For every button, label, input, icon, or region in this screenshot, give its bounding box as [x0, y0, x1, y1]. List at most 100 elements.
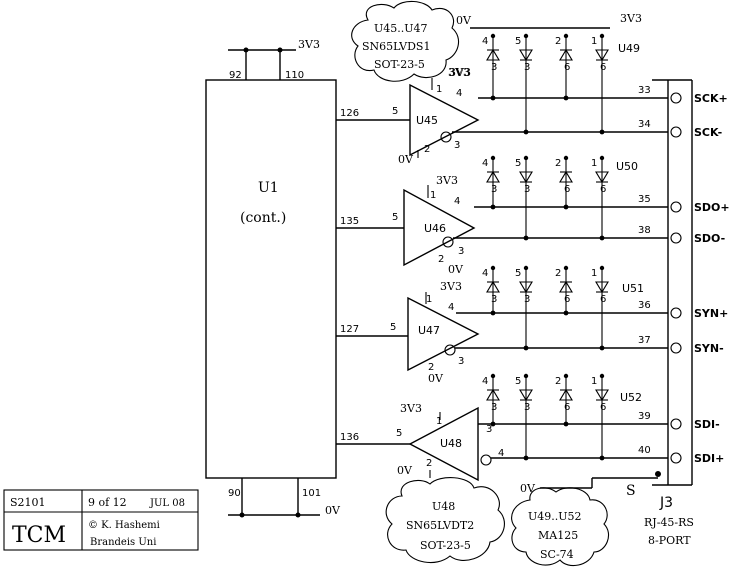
wire-junction [599, 129, 605, 135]
connector-pin-circle [670, 418, 682, 430]
buffer-u46: U46 5 4 3 1 2 3V3 0V [336, 174, 476, 276]
u45-name: U45 [416, 114, 438, 127]
diode-symbol [559, 170, 573, 183]
diode-symbol [595, 49, 609, 62]
connector-net-label: SYN+ [694, 307, 728, 320]
title-block: S2101 9 of 12 JUL 08 TCM © K. Hashemi Br… [3, 489, 199, 551]
diode-pin-top: 5 [515, 158, 521, 169]
connector-pin-circle [670, 92, 682, 104]
u52-label: U52 [620, 391, 642, 404]
u47-vcc-label: 3V3 [440, 280, 462, 293]
diode-pin-bottom: 6 [600, 184, 606, 195]
diode-junction [563, 373, 569, 379]
u47-inv-pin: 3 [458, 356, 464, 367]
diode-junction [599, 155, 605, 161]
diode-pin-bottom: 6 [600, 402, 606, 413]
wire-junction [490, 204, 496, 210]
u49-side-vcc-label: 3V3 [448, 66, 470, 79]
cloud-top-line3: SOT-23-5 [374, 58, 425, 71]
u45-vcc-pin: 1 [436, 84, 442, 95]
diode-junction [490, 155, 496, 161]
diode-pin-top: 1 [591, 268, 597, 279]
u1-name: U1 [258, 180, 279, 196]
diode-pin-bottom: 6 [564, 402, 570, 413]
diode-pin-bottom: 3 [524, 402, 530, 413]
diode-junction [599, 373, 605, 379]
connector-pin-circle [670, 126, 682, 138]
u1-pin-127: 127 [340, 324, 359, 335]
u46-name: U46 [424, 222, 446, 235]
u47-gnd-label: 0V [428, 372, 444, 385]
u45-vcc-label: 3V3 [449, 66, 471, 79]
diode-symbol [486, 388, 500, 401]
diode-pin-top: 5 [515, 268, 521, 279]
connector-net-label: SCK- [694, 126, 722, 139]
connector-pin-number: 34 [638, 119, 651, 130]
u46-out-pin: 4 [454, 196, 460, 207]
cloud-diodes-line1: U49..U52 [528, 510, 582, 523]
diode-pin-bottom: 6 [600, 62, 606, 73]
u1-pin-136: 136 [340, 432, 359, 443]
u46-gnd-pin: 2 [438, 254, 444, 265]
diode-pin-top: 2 [555, 36, 561, 47]
buffer-u48: U48 5 4 3 1 2 3V3 0V [336, 402, 504, 482]
connector-net-label: SDO+ [694, 201, 730, 214]
diode-pin-bottom: 3 [524, 62, 530, 73]
u48-gnd-label: 0V [397, 464, 413, 477]
wire-junction [563, 95, 569, 101]
diode-junction [563, 155, 569, 161]
diode-pin-top: 4 [482, 268, 488, 279]
u45-in-pin: 5 [392, 106, 398, 117]
diode-symbol [519, 171, 533, 184]
diode-pin-top: 4 [482, 36, 488, 47]
wire-junction [563, 310, 569, 316]
signal-wires [452, 97, 668, 459]
diode-pin-top: 4 [482, 376, 488, 387]
cloud-u48: U48 SN65LVDT2 SOT-23-5 [385, 477, 505, 564]
title-project: TCM [12, 523, 66, 548]
j3-name: J3 [659, 495, 673, 511]
wire-junction [523, 345, 529, 351]
u51-label: U51 [622, 282, 644, 295]
diode-pin-top: 5 [515, 376, 521, 387]
diode-junction [523, 265, 529, 271]
j3-type: RJ-45-RS [644, 516, 694, 529]
diode-symbol [595, 389, 609, 402]
u49-vcc-label: 3V3 [620, 12, 642, 25]
u46-in-pin: 5 [392, 212, 398, 223]
diode-junction [523, 33, 529, 39]
diode-symbol [595, 281, 609, 294]
j3-pins: 33SCK+34SCK-35SDO+38SDO-36SYN+37SYN-39SD… [638, 85, 730, 465]
diode-symbol [519, 281, 533, 294]
connector-pin-circle [670, 342, 682, 354]
cloud-diodes-line3: SC-74 [540, 548, 574, 561]
connector-net-label: SYN- [694, 342, 724, 355]
u1-pin-135: 135 [340, 216, 359, 227]
diode-pin-bottom: 3 [491, 62, 497, 73]
cloud-top: U45..U47 SN65LVDS1 SOT-23-5 [351, 0, 460, 82]
u47-name: U47 [418, 324, 440, 337]
cloud-diodes: U49..U52 MA125 SC-74 [511, 487, 609, 567]
cloud-diodes-line2: MA125 [538, 529, 578, 542]
u50-label: U50 [616, 160, 638, 173]
diode-junction [563, 33, 569, 39]
wire-junction [490, 421, 496, 427]
u46-vcc-pin: 1 [430, 190, 436, 201]
title-date: JUL 08 [149, 498, 185, 509]
shield-label: S [626, 483, 636, 499]
diode-pin-bottom: 3 [524, 184, 530, 195]
wire-junction [523, 455, 529, 461]
u46-inv-pin: 3 [458, 246, 464, 257]
u48-inv-pin: 3 [486, 424, 492, 435]
wire-junction [599, 235, 605, 241]
connector-pin-circle [670, 232, 682, 244]
